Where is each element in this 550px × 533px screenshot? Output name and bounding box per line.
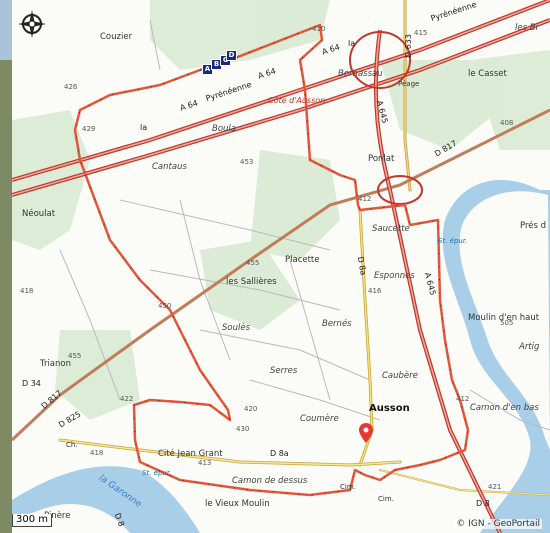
- compass-rose-icon: [18, 10, 46, 38]
- minor-roads: [59, 19, 550, 431]
- label-d8: D 8: [476, 499, 490, 508]
- place-camon-bas: Camon d'en bas: [470, 403, 539, 413]
- garonne-river: [12, 466, 200, 533]
- label-cim-1: Cim.: [340, 483, 356, 491]
- place-ponlat: Ponlat: [368, 154, 395, 164]
- place-vieux-moulin: le Vieux Moulin: [205, 499, 270, 509]
- elevation-410: 410: [312, 25, 326, 33]
- label-la-top: la: [348, 39, 356, 48]
- place-placette: Placette: [285, 255, 320, 265]
- elevation-418: 418: [20, 287, 34, 295]
- d817-road: [10, 108, 550, 442]
- place-ausson: Ausson: [369, 403, 410, 414]
- place-camon-dessus: Camon de dessus: [232, 476, 308, 486]
- label-cim-2: Cim.: [378, 495, 394, 503]
- label-st-epur-2: St. épur.: [438, 237, 468, 245]
- place-pinere: Pinère: [44, 511, 71, 521]
- elevation-418b: 418: [90, 449, 104, 457]
- place-trianon: Trianon: [40, 359, 71, 369]
- label-peage: Péage: [398, 80, 420, 88]
- east-river-island: [459, 191, 550, 450]
- map-credit[interactable]: © IGN - GeoPortail: [454, 519, 542, 529]
- place-cite-jean-grant: Cité Jean Grant: [158, 449, 223, 459]
- place-serres: Serres: [270, 366, 298, 376]
- elevation-455b: 455: [68, 352, 82, 360]
- place-caubere: Caubère: [382, 371, 418, 381]
- elevation-412a: 412: [358, 195, 372, 203]
- elevation-422: 422: [120, 395, 134, 403]
- label-d633: D 633: [403, 34, 413, 58]
- elevation-416: 416: [368, 287, 382, 295]
- label-d8a-2: D 8a: [270, 449, 289, 458]
- elevation-430: 430: [236, 425, 250, 433]
- place-pres: Prés d: [520, 221, 547, 231]
- forest-areas: [12, 0, 550, 420]
- label-ch: Ch.: [66, 441, 78, 449]
- elevation-453: 453: [240, 158, 254, 166]
- place-les-bi: les Bi: [515, 23, 538, 33]
- elevation-421: 421: [488, 483, 502, 491]
- place-esponnes: Esponnes: [374, 271, 415, 281]
- place-bernassau: Bernassau: [338, 69, 383, 79]
- hiking-route: [73, 23, 470, 497]
- elevation-426: 426: [64, 83, 78, 91]
- place-cote-ausson: Côte d'Ausson: [268, 96, 326, 105]
- elevation-505: 505: [500, 319, 514, 327]
- left-edge-photo: [0, 0, 12, 533]
- place-soules: Soulès: [222, 323, 251, 333]
- location-pin-icon[interactable]: [359, 423, 373, 443]
- place-cantaus: Cantaus: [152, 162, 187, 172]
- elevation-450: 450: [158, 302, 172, 310]
- elevation-415: 415: [414, 29, 428, 37]
- place-neoulat: Néoulat: [22, 209, 56, 219]
- elevation-455: 455: [246, 259, 260, 267]
- elevation-408: 408: [500, 119, 514, 127]
- place-boula: Boula: [212, 124, 236, 134]
- place-artig: Artig: [519, 342, 540, 352]
- place-couzier: Couzier: [100, 32, 133, 42]
- place-le-casset: le Casset: [468, 69, 507, 79]
- scale-bar: 300 m: [12, 514, 53, 527]
- place-bernes: Bernés: [322, 319, 352, 329]
- elevation-420: 420: [244, 405, 258, 413]
- d-roads: [58, 0, 550, 496]
- motorways: [11, 0, 550, 533]
- elevation-413: 413: [198, 459, 212, 467]
- label-d34: D 34: [22, 379, 41, 388]
- place-moulin-haut: Moulin d'en haut: [468, 313, 540, 323]
- elevation-412b: 412: [456, 395, 470, 403]
- scale-label: 300 m: [16, 514, 49, 525]
- label-la-mid: la: [140, 123, 148, 132]
- place-les-sallieres: les Sallières: [226, 277, 277, 287]
- left-edge-sky: [0, 0, 12, 60]
- marker-d[interactable]: D: [226, 50, 237, 61]
- place-coumere: Coumère: [300, 414, 339, 424]
- place-saucette: Saucette: [372, 224, 410, 234]
- label-st-epur-1: St. épur.: [142, 469, 172, 477]
- elevation-429: 429: [82, 125, 96, 133]
